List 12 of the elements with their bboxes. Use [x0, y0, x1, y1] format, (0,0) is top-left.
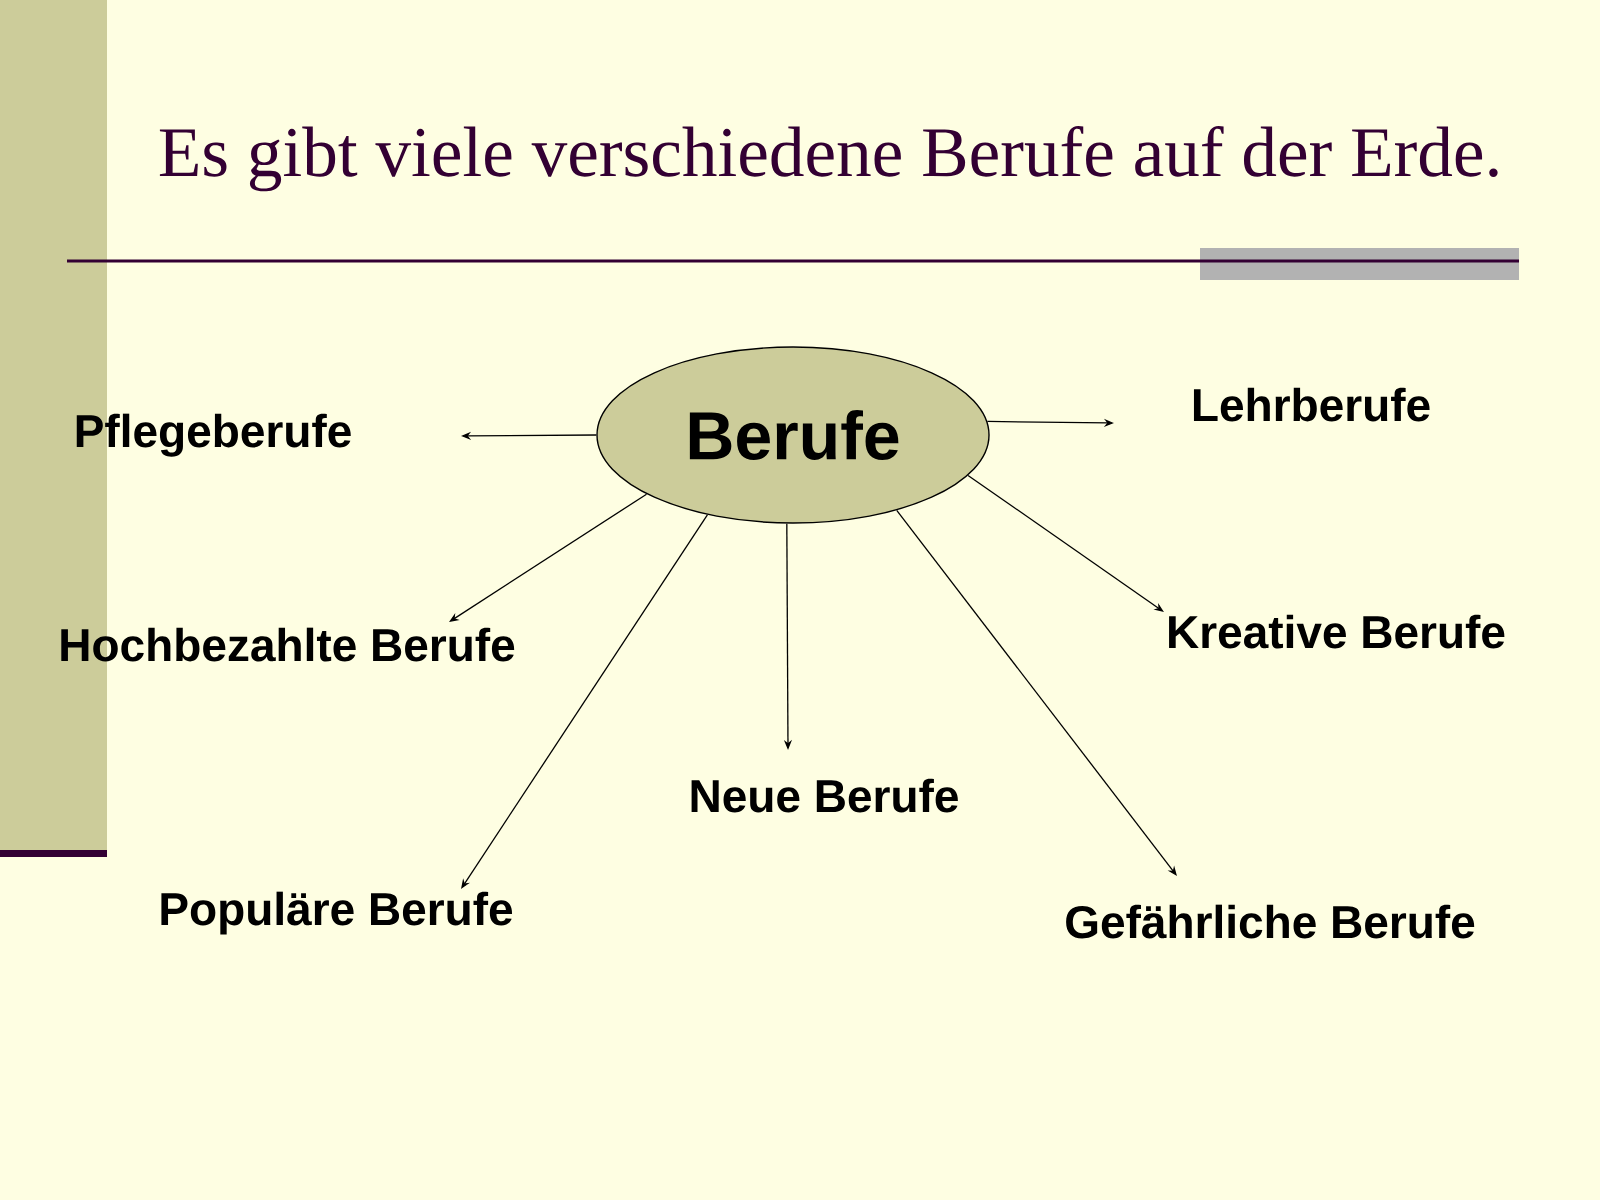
title: Es gibt viele verschiedene Berufe auf der Erde.: [159, 125, 1498, 192]
arrow: [896, 509, 1177, 876]
category-label: Pflegeberufe: [76, 413, 351, 457]
category-label: Gefährliche Berufe: [1066, 904, 1475, 939]
category-label: Lehrberufe: [1193, 387, 1430, 422]
category-label: Neue Berufe: [691, 778, 958, 813]
category-label: Hochbezahlte Berufe: [61, 627, 515, 662]
arrow: [461, 514, 709, 889]
arrow: [449, 493, 648, 622]
category-label: Populäre Berufe: [161, 891, 513, 935]
arrow: [967, 474, 1164, 612]
category-label: Kreative Berufe: [1169, 614, 1505, 649]
